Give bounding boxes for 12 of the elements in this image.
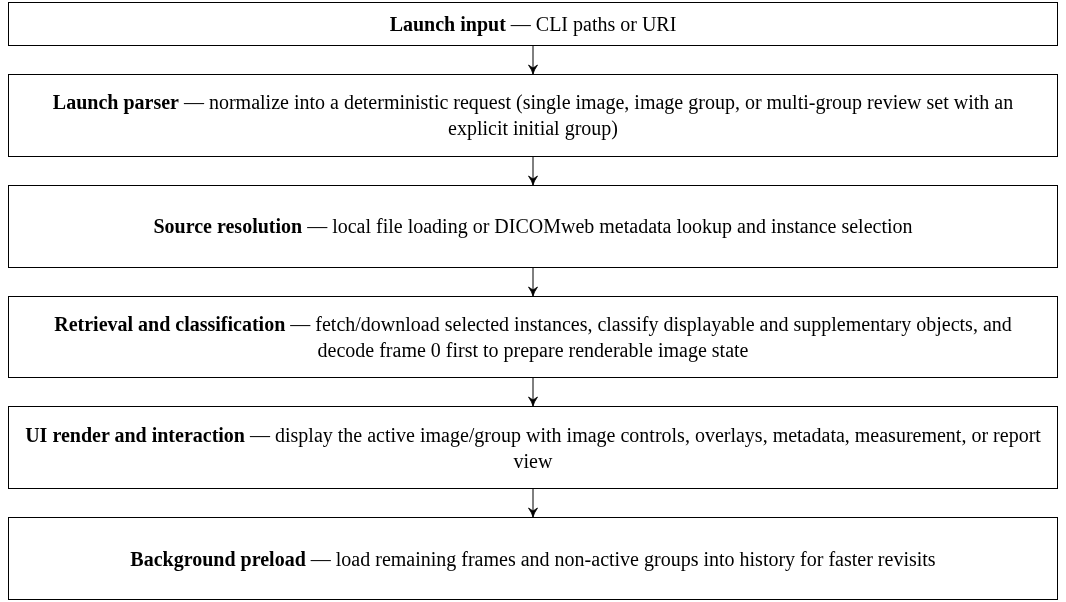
process-box [8,184,1058,268]
process-box [8,295,1058,379]
step-text: Retrieval and classification — fetch/download selected instances, classify displayable and supplementary objects, and decode frame 0 first to prepare renderable image state [53,312,1013,363]
step-text: Source resolution — local file loading or DICOMweb metadata lookup and instance selection [153,214,913,240]
step-text: UI render and interaction — display the active image/group with image controls, overlays, metadata, measurement, or report view [25,422,1041,474]
step-text: Background preload — load remaining frames and non-active groups into history for faster revisits [130,546,936,572]
step-text: Launch parser — normalize into a deterministic request (single image, image group, or multi-group review set with an explicit initial group) [51,90,1015,142]
process-box [8,406,1058,490]
process-box [8,517,1058,600]
step-text: Launch input — CLI paths or URI [389,12,677,37]
process-box [8,74,1058,157]
process-box [8,2,1058,46]
